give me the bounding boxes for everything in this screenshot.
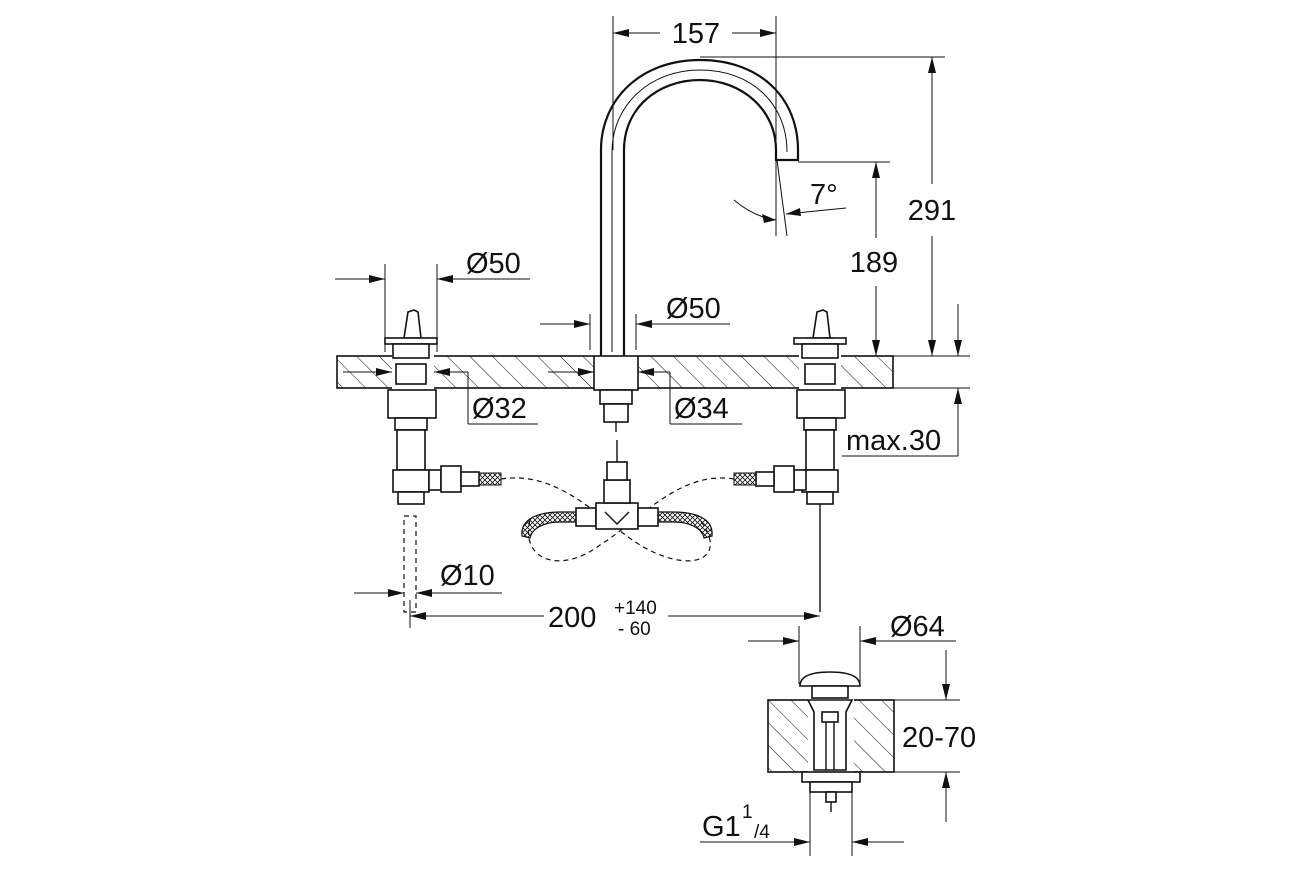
dim-spout-hole-diameter: Ø34 <box>548 368 742 425</box>
dim-spout-base-diameter: Ø50 <box>540 293 730 350</box>
dim-total-height: 291 <box>700 56 956 356</box>
label-hose-diameter: Ø10 <box>440 560 495 592</box>
label-drain-thread: G1 <box>702 811 741 843</box>
label-drain-range: 20-70 <box>902 722 976 754</box>
left-handle <box>384 309 502 613</box>
right-handle <box>733 309 847 612</box>
label-drain-thread-sup: 1 <box>742 802 753 823</box>
dim-center-distance: 200 +140 - 60 <box>409 598 820 640</box>
label-center-tol-plus: +140 <box>614 598 657 619</box>
label-total-height: 291 <box>908 195 956 227</box>
label-drain-thread-sub: /4 <box>754 822 770 843</box>
label-spout-base-diameter: Ø50 <box>666 293 721 325</box>
dim-hose-diameter: Ø10 <box>354 560 502 597</box>
spout <box>593 58 800 432</box>
dim-handle-diameter: Ø50 <box>335 248 530 352</box>
drain <box>767 671 895 812</box>
dim-spout-height: 189 <box>798 161 898 356</box>
label-handle-diameter: Ø50 <box>466 248 521 280</box>
dim-max-thickness: max.30 <box>842 304 970 457</box>
label-spout-reach: 157 <box>672 18 720 50</box>
label-center-distance: 200 <box>548 602 596 634</box>
dim-drain-diameter: Ø64 <box>748 611 956 684</box>
dim-drain-range: 20-70 <box>894 650 976 822</box>
label-spout-angle: 7° <box>810 179 838 211</box>
label-spout-height: 189 <box>850 247 898 279</box>
label-max-thickness: max.30 <box>846 425 941 457</box>
hose-assembly <box>500 440 735 562</box>
label-spout-hole-diameter: Ø34 <box>674 393 729 425</box>
label-drain-diameter: Ø64 <box>890 611 945 643</box>
dim-handle-hole-diameter: Ø32 <box>343 368 538 425</box>
dim-drain-thread: G1 1 /4 <box>700 792 904 856</box>
dim-spout-reach: 157 <box>612 16 777 160</box>
label-center-tol-minus: - 60 <box>618 619 651 640</box>
label-handle-hole-diameter: Ø32 <box>472 393 527 425</box>
dim-spout-angle: 7° <box>733 159 847 237</box>
